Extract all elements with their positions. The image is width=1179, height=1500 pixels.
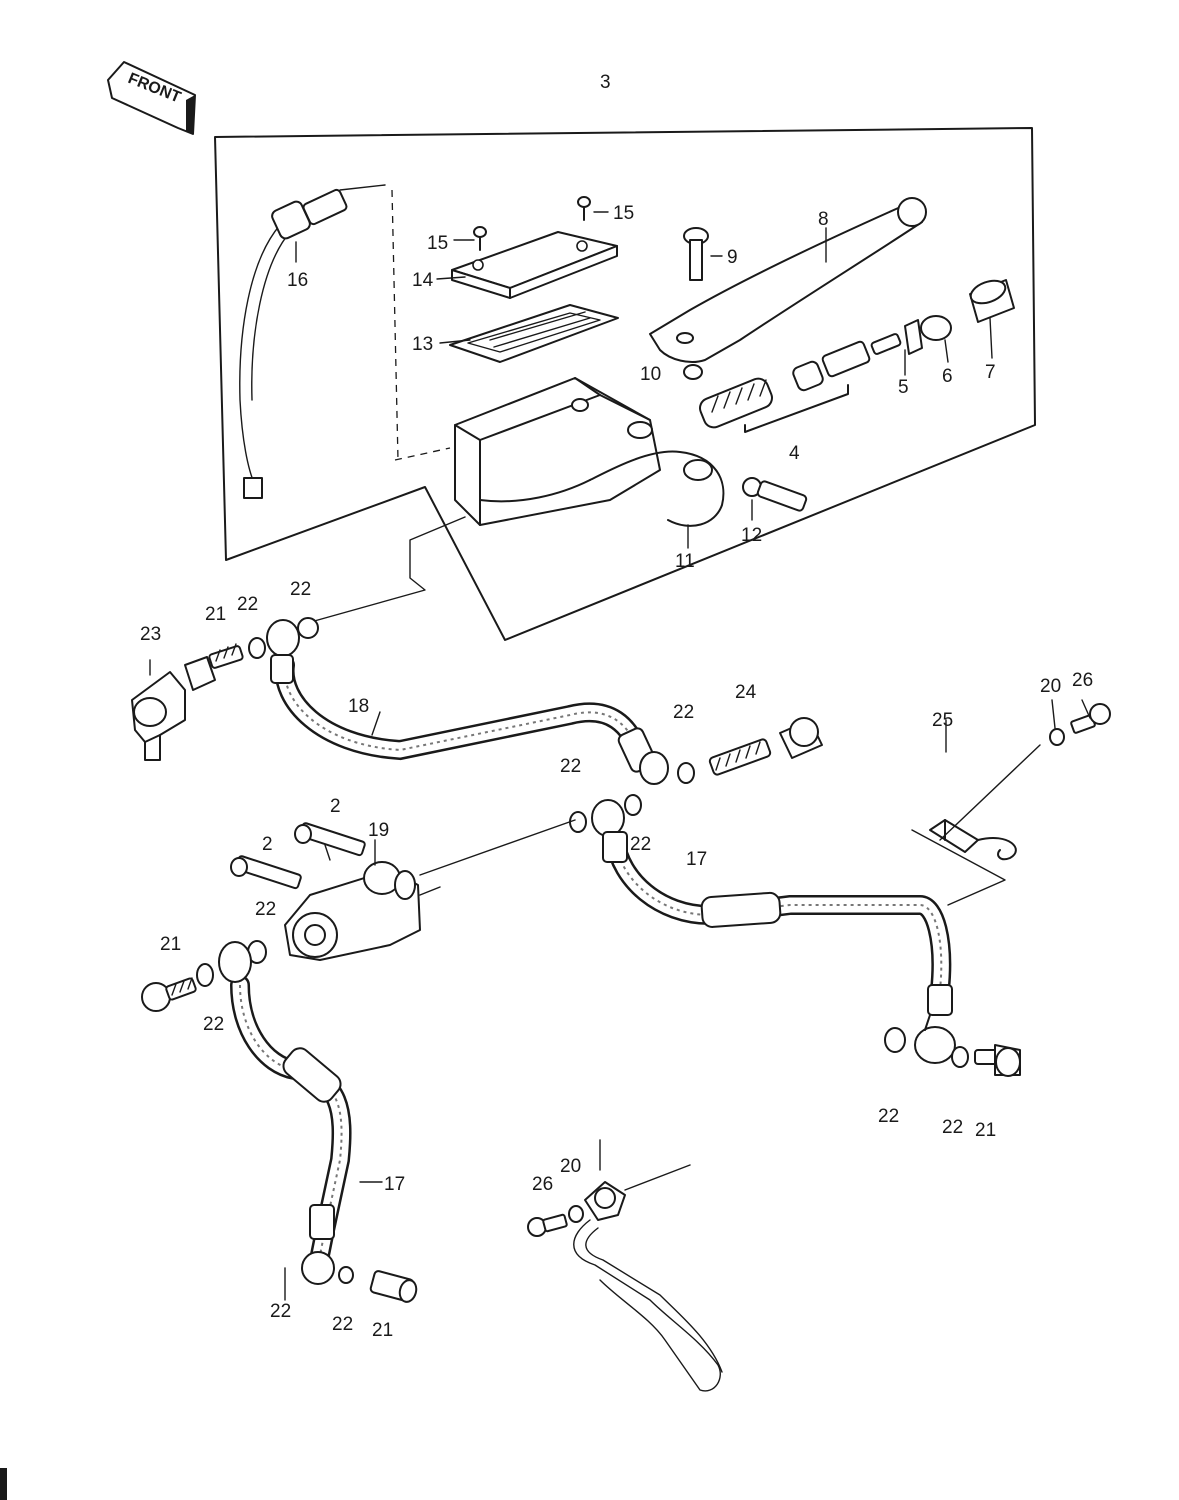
- callout-22f: 22: [255, 899, 276, 920]
- callout-22k: 22: [332, 1314, 353, 1335]
- callout-8: 8: [818, 209, 829, 230]
- callout-21d: 21: [372, 1320, 393, 1341]
- three-way-joint: [284, 861, 421, 961]
- callout-7: 7: [985, 362, 996, 383]
- banjo-bolt-left: [141, 977, 197, 1012]
- callout-23: 23: [140, 624, 161, 645]
- callout-10: 10: [640, 364, 661, 385]
- page-edge-mark: [0, 1468, 7, 1500]
- callout-22a: 22: [237, 594, 258, 615]
- callout-21a: 21: [205, 604, 226, 625]
- callout-22c: 22: [673, 702, 694, 723]
- callout-18: 18: [348, 696, 369, 717]
- washer-clamp-lower: [568, 1205, 584, 1223]
- front-direction-badge: FRONT: [107, 61, 196, 135]
- inset-frame: [214, 127, 1036, 641]
- callout-17a: 17: [686, 849, 707, 870]
- washer-mid-2: [569, 811, 587, 833]
- callout-26b: 26: [532, 1174, 553, 1195]
- lever-nut: [683, 364, 703, 380]
- cap-screw-left: [473, 226, 487, 251]
- callout-16: 16: [287, 270, 308, 291]
- callout-5: 5: [898, 377, 909, 398]
- reservoir-diaphragm: [449, 304, 619, 363]
- lever-adjuster: [969, 279, 1015, 323]
- brake-light-switch: [239, 184, 399, 499]
- callout-22d: 22: [560, 756, 581, 777]
- washer-mid-1: [677, 762, 695, 784]
- clamp-bolt-upper: [1070, 703, 1111, 734]
- callout-19: 19: [368, 820, 389, 841]
- callout-2a: 2: [330, 796, 341, 817]
- callout-22j: 22: [270, 1301, 291, 1322]
- dust-boot: [920, 315, 952, 341]
- washer-top-2: [297, 617, 319, 639]
- piston-assembly: [699, 340, 871, 433]
- brake-lever: [649, 197, 927, 363]
- brake-hose-left: [218, 941, 352, 1285]
- callout-21c: 21: [975, 1120, 996, 1141]
- union-fitting: [131, 671, 186, 761]
- callout-22e: 22: [630, 834, 651, 855]
- brake-hose-right: [591, 799, 956, 1064]
- callout-labels: 16 15 15 14 13 9 8 10 5 6 7 4 12 11 23 2…: [140, 203, 1093, 1341]
- push-rod: [870, 319, 923, 355]
- page-number: 3: [600, 72, 611, 93]
- callout-leaders: [149, 211, 1091, 1301]
- callout-12: 12: [741, 525, 762, 546]
- callout-20b: 20: [560, 1156, 581, 1177]
- banjo-bolt-bottom: [369, 1270, 418, 1303]
- callout-14: 14: [412, 270, 434, 291]
- callout-13: 13: [412, 334, 433, 355]
- banjo-bolt-top: [184, 643, 244, 691]
- callout-9: 9: [727, 247, 738, 268]
- callout-21b: 21: [160, 934, 181, 955]
- washer-clamp-upper: [1049, 728, 1065, 746]
- washer-right-2: [951, 1046, 969, 1068]
- callout-20a: 20: [1040, 676, 1061, 697]
- washer-right-1: [884, 1027, 906, 1053]
- joint-mount-bolt-upper: [294, 822, 366, 857]
- hose-upper-lower-banjo: [639, 751, 669, 785]
- clamp-bolt-lower: [527, 1213, 568, 1237]
- washer-left-1: [196, 963, 214, 987]
- callout-17b: 17: [384, 1174, 405, 1195]
- three-way-bolt: [708, 717, 823, 776]
- callout-25: 25: [932, 710, 953, 731]
- brake-hose-upper: [266, 619, 657, 773]
- callout-6: 6: [942, 366, 953, 387]
- lever-pivot-bolt: [683, 227, 709, 281]
- callout-4: 4: [789, 443, 800, 464]
- reservoir-cap: [451, 231, 618, 299]
- joint-mount-bolt-lower: [230, 855, 302, 890]
- hose-clamp-upper: [929, 819, 1017, 861]
- callout-11: 11: [675, 551, 695, 572]
- callout-22i: 22: [942, 1117, 963, 1138]
- master-cylinder-body: [454, 377, 725, 527]
- banjo-bolt-right: [974, 1044, 1021, 1077]
- cap-screw-right: [577, 196, 591, 221]
- washer-top-1: [248, 637, 266, 659]
- callout-2b: 2: [262, 834, 273, 855]
- washer-bottom-1: [338, 1266, 354, 1284]
- hose-clamp-lower: [573, 1139, 723, 1392]
- callout-22b: 22: [290, 579, 311, 600]
- callout-22g: 22: [203, 1014, 224, 1035]
- callout-26a: 26: [1072, 670, 1093, 691]
- callout-15a: 15: [427, 233, 448, 254]
- callout-15b: 15: [613, 203, 634, 224]
- callout-22h: 22: [878, 1106, 899, 1127]
- clamp-bolt: [742, 477, 808, 512]
- callout-24: 24: [735, 682, 757, 703]
- washer-mid-3: [624, 794, 642, 816]
